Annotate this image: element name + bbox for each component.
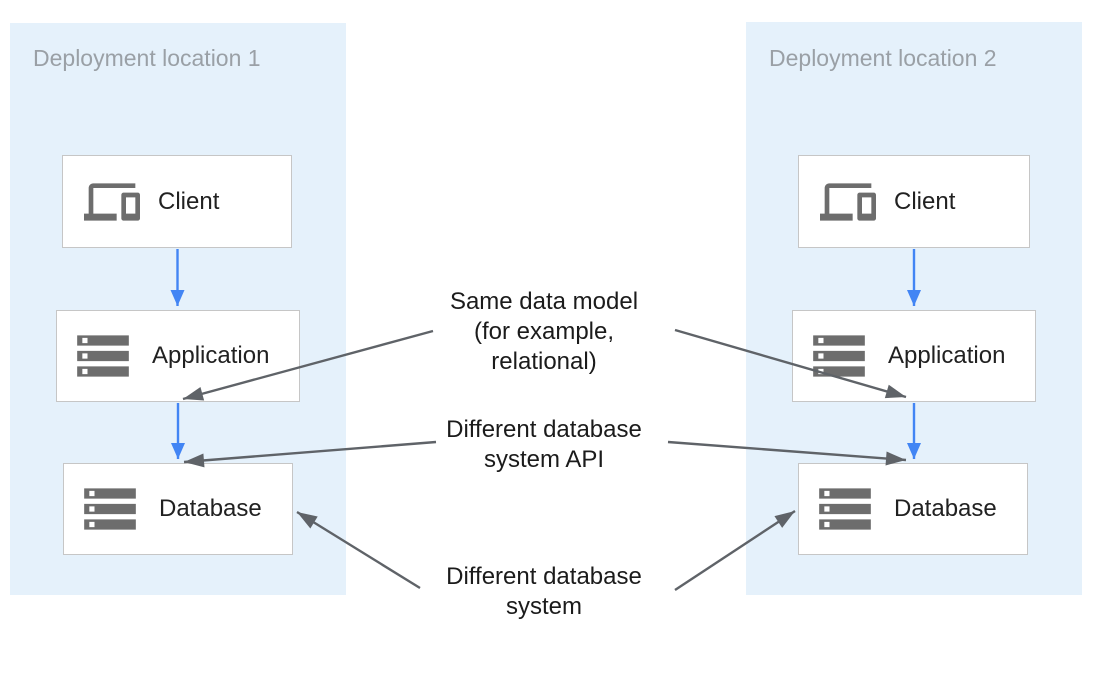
storage-icon (808, 325, 870, 387)
annotation-different-database-system-api: Different database system API (446, 416, 642, 473)
node-client-2: Client (798, 155, 1030, 248)
devices-icon (78, 174, 140, 230)
node-client-1: Client (62, 155, 292, 248)
storage-icon (72, 325, 134, 387)
annotation-different-database-system: Different database system (446, 563, 642, 620)
storage-icon (814, 478, 876, 540)
devices-icon (814, 174, 876, 230)
panel-title-deployment-location-2: Deployment location 2 (769, 45, 997, 71)
node-database-1: Database (63, 463, 293, 555)
node-application-2: Application (792, 310, 1036, 402)
node-label: Client (894, 187, 956, 215)
node-label: Application (152, 342, 270, 369)
node-label: Database (159, 495, 262, 522)
node-label: Client (158, 187, 220, 215)
annotation-same-data-model: Same data model (for example, relational… (449, 288, 639, 375)
node-label: Database (894, 495, 997, 522)
node-application-1: Application (56, 310, 300, 402)
panel-title-deployment-location-1: Deployment location 1 (33, 45, 261, 71)
node-label: Application (888, 342, 1006, 369)
storage-icon (79, 478, 141, 540)
node-database-2: Database (798, 463, 1028, 555)
